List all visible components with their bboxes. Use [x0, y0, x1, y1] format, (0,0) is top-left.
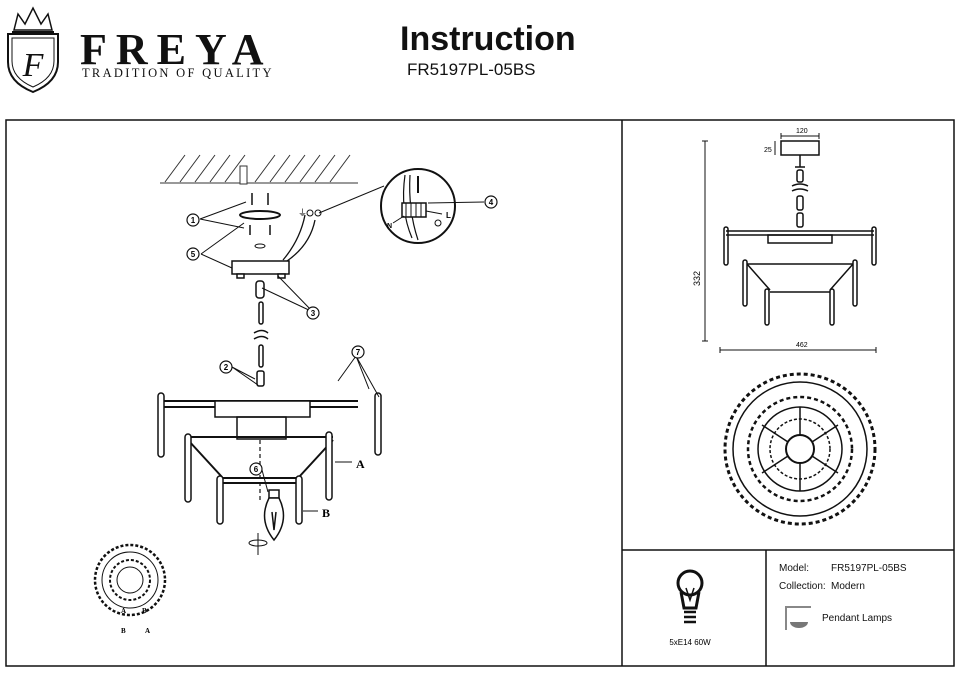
page-title: Instruction: [400, 20, 576, 58]
leader-lines: [199, 185, 485, 512]
model-code: FR5197PL-05BS: [407, 60, 536, 79]
bulb-icon: [676, 569, 704, 624]
ring-label-a-outer: A: [145, 627, 150, 635]
callout-1: 1: [191, 216, 196, 225]
ceiling-hatch: [160, 154, 358, 185]
model-value: FR5197PL-05BS: [831, 563, 907, 574]
collection-value: Modern: [831, 581, 865, 592]
dim-canopy-width: 120: [796, 128, 808, 135]
pendant-lamp-icon: [785, 606, 811, 630]
freya-crest-logo: F: [7, 6, 59, 94]
rotate-symbol: [248, 533, 268, 555]
candle-bulb: [263, 489, 285, 542]
category-label: Pendant Lamps: [822, 613, 893, 624]
callout-3: 3: [311, 309, 316, 318]
part-label-a: A: [356, 457, 365, 471]
part-label-b: B: [322, 506, 330, 520]
earth-symbol: ⏚: [298, 208, 307, 218]
ring-layout-diagram: [93, 543, 167, 617]
dim-canopy-height: 25: [764, 147, 772, 154]
brand-name: FREYA: [80, 25, 273, 74]
mounting-screws: [249, 193, 271, 235]
ceiling-canopy: [231, 260, 290, 279]
suspension-chain: [253, 280, 269, 387]
crystal-rods-tier-a: [157, 392, 382, 503]
ring-label-b-outer: B: [121, 627, 126, 635]
ring-label-b: B: [142, 607, 147, 615]
terminal-dot: [306, 209, 314, 217]
callout-4: 4: [489, 198, 494, 207]
bulb-spec: 5xE14 60W: [669, 638, 711, 647]
brand-tagline: TRADITION OF QUALITY: [82, 66, 274, 80]
model-label: Model:: [779, 563, 810, 574]
ring-label-a: A: [121, 607, 126, 615]
dim-diameter: 462: [796, 342, 808, 349]
dimension-lines: [702, 133, 877, 353]
callout-markers: [186, 195, 498, 476]
crystal-rods-tier-b: [216, 475, 303, 525]
plan-view: [723, 372, 877, 526]
dim-height: 332: [692, 271, 702, 286]
callout-7: 7: [356, 348, 361, 357]
logo-monogram: F: [22, 47, 45, 84]
supply-wires: [282, 214, 316, 262]
callout-6: 6: [254, 465, 259, 474]
terminal-dot: [314, 209, 322, 217]
drawing-frame: [5, 119, 955, 667]
side-elevation: [723, 140, 877, 326]
lamp-frame: [163, 400, 358, 500]
mounting-bracket: [239, 210, 281, 249]
collection-label: Collection:: [779, 581, 826, 592]
wire-label-neutral: N: [387, 223, 392, 230]
wire-label-live: L: [446, 211, 451, 220]
callout-2: 2: [224, 363, 229, 372]
wiring-detail: [380, 168, 456, 244]
callout-5: 5: [191, 250, 196, 259]
